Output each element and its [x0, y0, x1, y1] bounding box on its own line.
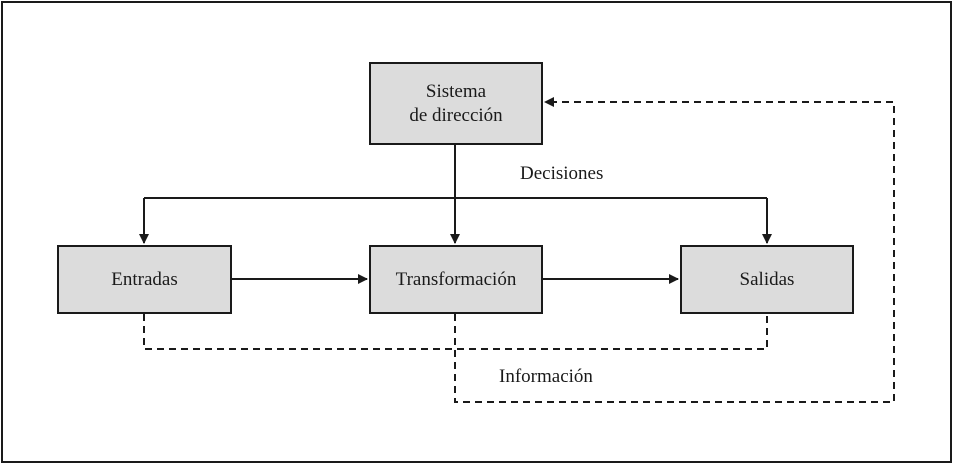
node-transformacion-label: Transformación — [395, 268, 517, 290]
node-salidas-label: Salidas — [739, 268, 795, 290]
node-sistema-line2: de dirección — [409, 104, 503, 126]
node-sistema-de-direccion: Sistema de dirección — [369, 62, 543, 145]
node-entradas: Entradas — [57, 245, 232, 314]
info-dashed-line-entradas-salidas — [143, 314, 768, 350]
node-entradas-label: Entradas — [111, 268, 178, 290]
edge-label-informacion: Información — [499, 366, 593, 387]
node-sistema-line1: Sistema — [425, 80, 487, 102]
node-salidas: Salidas — [680, 245, 854, 314]
edge-label-decisiones: Decisiones — [520, 163, 604, 184]
node-transformacion: Transformación — [369, 245, 543, 314]
